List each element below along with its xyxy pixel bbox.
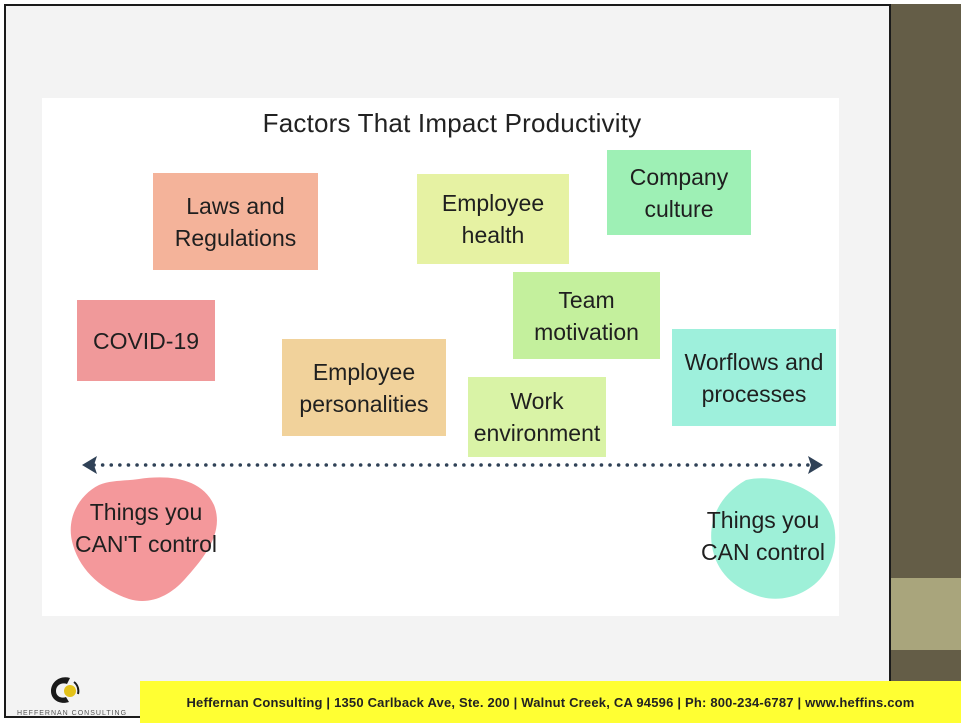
note-laws-and-regulations: Laws and Regulations — [153, 173, 318, 270]
cant-control-label: Things you CAN'T control — [70, 496, 222, 560]
note-line: COVID-19 — [92, 327, 200, 354]
note-employee-personalities: Employee personalities — [282, 339, 446, 436]
logo-text: HEFFERNAN CONSULTING — [16, 710, 128, 717]
company-logo: HEFFERNAN CONSULTING — [6, 672, 138, 720]
note-line: health — [461, 222, 525, 248]
note-line: Laws and — [186, 192, 285, 219]
note-line: motivation — [534, 318, 639, 345]
footer-bar: Heffernan Consulting | 1350 Carlback Ave… — [140, 681, 961, 723]
note-line: Work — [510, 388, 564, 414]
can-control-label: Things you CAN control — [688, 504, 838, 568]
arrowhead-left-icon — [82, 456, 97, 474]
side-strip — [891, 650, 961, 680]
label-line: CAN control — [701, 539, 825, 565]
logo-mark-icon — [51, 677, 80, 703]
can-control-blob — [711, 478, 836, 599]
note-line: personalities — [299, 390, 429, 417]
diagram-title: Factors That Impact Productivity — [262, 108, 642, 138]
side-accent-block — [891, 578, 961, 650]
footer-contact-text: Heffernan Consulting | 1350 Carlback Ave… — [186, 694, 915, 710]
note-work-environment: Work environment — [468, 377, 606, 457]
label-line: Things you — [706, 507, 820, 533]
note-team-motivation: Team motivation — [513, 272, 660, 359]
note-line: culture — [644, 195, 714, 222]
note-line: environment — [473, 420, 601, 446]
note-line: Team — [558, 286, 615, 313]
control-spectrum-arrow — [82, 456, 823, 474]
note-line: processes — [701, 380, 807, 407]
note-line: Regulations — [174, 224, 297, 251]
note-line: Worflows and — [684, 348, 824, 375]
note-company-culture: Company culture — [607, 150, 751, 235]
arrowhead-right-icon — [808, 456, 823, 474]
note-line: Employee — [441, 190, 545, 216]
note-line: Company — [629, 163, 729, 190]
note-covid-19: COVID-19 — [77, 300, 215, 381]
note-employee-health: Employee health — [417, 174, 569, 264]
cant-control-blob — [70, 477, 217, 601]
label-line: Things you — [89, 499, 203, 525]
note-line: Employee — [312, 358, 416, 385]
note-workflows-and-processes: Worflows and processes — [672, 329, 836, 426]
label-line: CAN'T control — [74, 531, 217, 557]
